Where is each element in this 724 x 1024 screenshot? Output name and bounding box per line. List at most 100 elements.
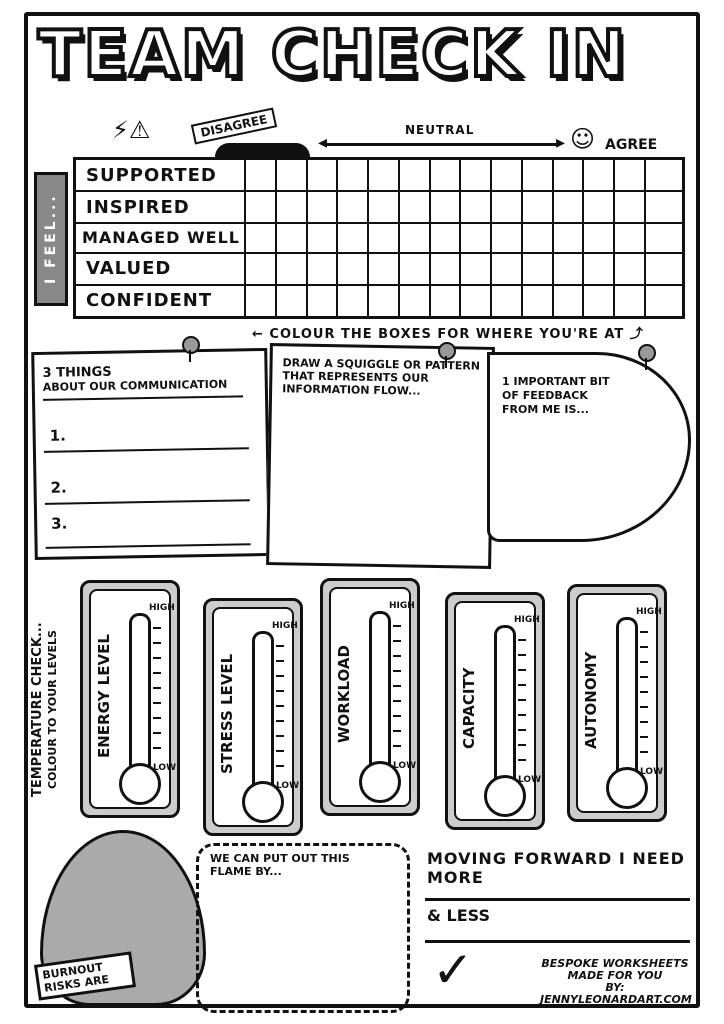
rating-box[interactable] [336,283,370,319]
rating-box[interactable] [367,157,400,193]
rating-box[interactable] [397,222,431,254]
rating-box[interactable] [643,251,685,286]
rating-box[interactable] [397,251,431,286]
rating-box[interactable] [397,157,431,193]
rating-box[interactable] [613,251,646,286]
rating-box[interactable] [397,283,431,319]
rating-box[interactable] [428,283,462,319]
answer-line-3[interactable] [45,543,251,549]
rating-box[interactable] [367,190,400,225]
rating-box[interactable] [643,283,685,319]
thermometer[interactable]: ENERGY LEVEL HIGH LOW [80,580,180,818]
thermometer[interactable]: AUTONOMY HIGH LOW [567,584,667,822]
rating-box[interactable] [582,251,616,286]
rating-box[interactable] [305,251,339,286]
rating-box[interactable] [305,157,339,193]
rating-box[interactable] [244,283,277,319]
thermometer-bulb[interactable] [606,767,648,809]
rating-box[interactable] [336,251,370,286]
thermometer-bulb[interactable] [359,761,401,803]
rating-box[interactable] [244,157,277,193]
thermometer[interactable]: WORKLOAD HIGH LOW [320,578,420,816]
rating-box[interactable] [274,190,308,225]
rating-box[interactable] [582,283,616,319]
rating-box[interactable] [643,222,685,254]
rating-box[interactable] [490,157,523,193]
rating-box[interactable] [244,251,277,286]
rating-box[interactable] [459,157,493,193]
rating-box[interactable] [613,222,646,254]
rating-box[interactable] [244,190,277,225]
squiggle-note[interactable]: DRAW A SQUIGGLE OR PATTERN THAT REPRESEN… [266,343,495,569]
rating-box[interactable] [551,251,585,286]
rating-box[interactable] [428,222,462,254]
rating-box[interactable] [459,222,493,254]
rating-box[interactable] [613,157,646,193]
rating-box[interactable] [244,222,277,254]
rating-box[interactable] [520,283,554,319]
rating-box[interactable] [367,222,400,254]
rating-box[interactable] [551,222,585,254]
rating-box[interactable] [336,190,370,225]
rating-box[interactable] [551,157,585,193]
rating-box[interactable] [551,190,585,225]
tick-mark [393,745,401,747]
rating-box[interactable] [305,190,339,225]
rating-box[interactable] [459,251,493,286]
rating-box[interactable] [274,251,308,286]
rating-box[interactable] [520,222,554,254]
flame-answer-box[interactable] [196,843,410,1013]
rating-box[interactable] [643,190,685,225]
tick-mark [640,751,648,753]
tick-mark [518,699,526,701]
thermometer-tube[interactable] [494,625,516,788]
thermometer-tube[interactable] [616,617,638,780]
rating-box[interactable] [336,157,370,193]
less-answer-line[interactable] [425,940,690,943]
thermometer[interactable]: CAPACITY HIGH LOW [445,592,545,830]
thermometer-bulb[interactable] [242,781,284,823]
tick-mark [393,655,401,657]
rating-box[interactable] [397,190,431,225]
answer-line-1[interactable] [43,447,249,453]
thermometer-tube[interactable] [129,613,151,776]
thermometer[interactable]: STRESS LEVEL HIGH LOW [203,598,303,836]
rating-box[interactable] [428,190,462,225]
low-label: LOW [640,767,663,777]
rating-box[interactable] [551,283,585,319]
rating-box[interactable] [490,222,523,254]
feedback-speech-bubble[interactable]: 1 IMPORTANT BIT OF FEEDBACK FROM ME IS..… [487,352,691,542]
rating-box[interactable] [367,251,400,286]
rating-box[interactable] [520,190,554,225]
rating-box[interactable] [582,157,616,193]
rating-box[interactable] [274,283,308,319]
rating-box[interactable] [459,190,493,225]
rating-box[interactable] [490,251,523,286]
rating-box[interactable] [582,190,616,225]
rating-box[interactable] [305,283,339,319]
arrow-right-icon: ▸ [556,132,566,153]
rating-box[interactable] [490,190,523,225]
footer-line3: BY: JENNYLEONARDART.COM [540,981,692,1006]
thermometer-tube[interactable] [252,631,274,794]
rating-box[interactable] [428,251,462,286]
rating-box[interactable] [367,283,400,319]
thermometer-tube[interactable] [369,611,391,774]
rating-box[interactable] [305,222,339,254]
more-answer-line[interactable] [425,898,690,901]
rating-box[interactable] [490,283,523,319]
thermometer-bulb[interactable] [119,763,161,805]
rating-box[interactable] [520,157,554,193]
rating-box[interactable] [274,157,308,193]
rating-box[interactable] [428,157,462,193]
rating-box[interactable] [459,283,493,319]
answer-line-2[interactable] [44,499,250,505]
rating-box[interactable] [613,190,646,225]
rating-box[interactable] [582,222,616,254]
rating-box[interactable] [336,222,370,254]
rating-box[interactable] [613,283,646,319]
thermometer-bulb[interactable] [484,775,526,817]
rating-box[interactable] [520,251,554,286]
rating-box[interactable] [643,157,685,193]
rating-box[interactable] [274,222,308,254]
